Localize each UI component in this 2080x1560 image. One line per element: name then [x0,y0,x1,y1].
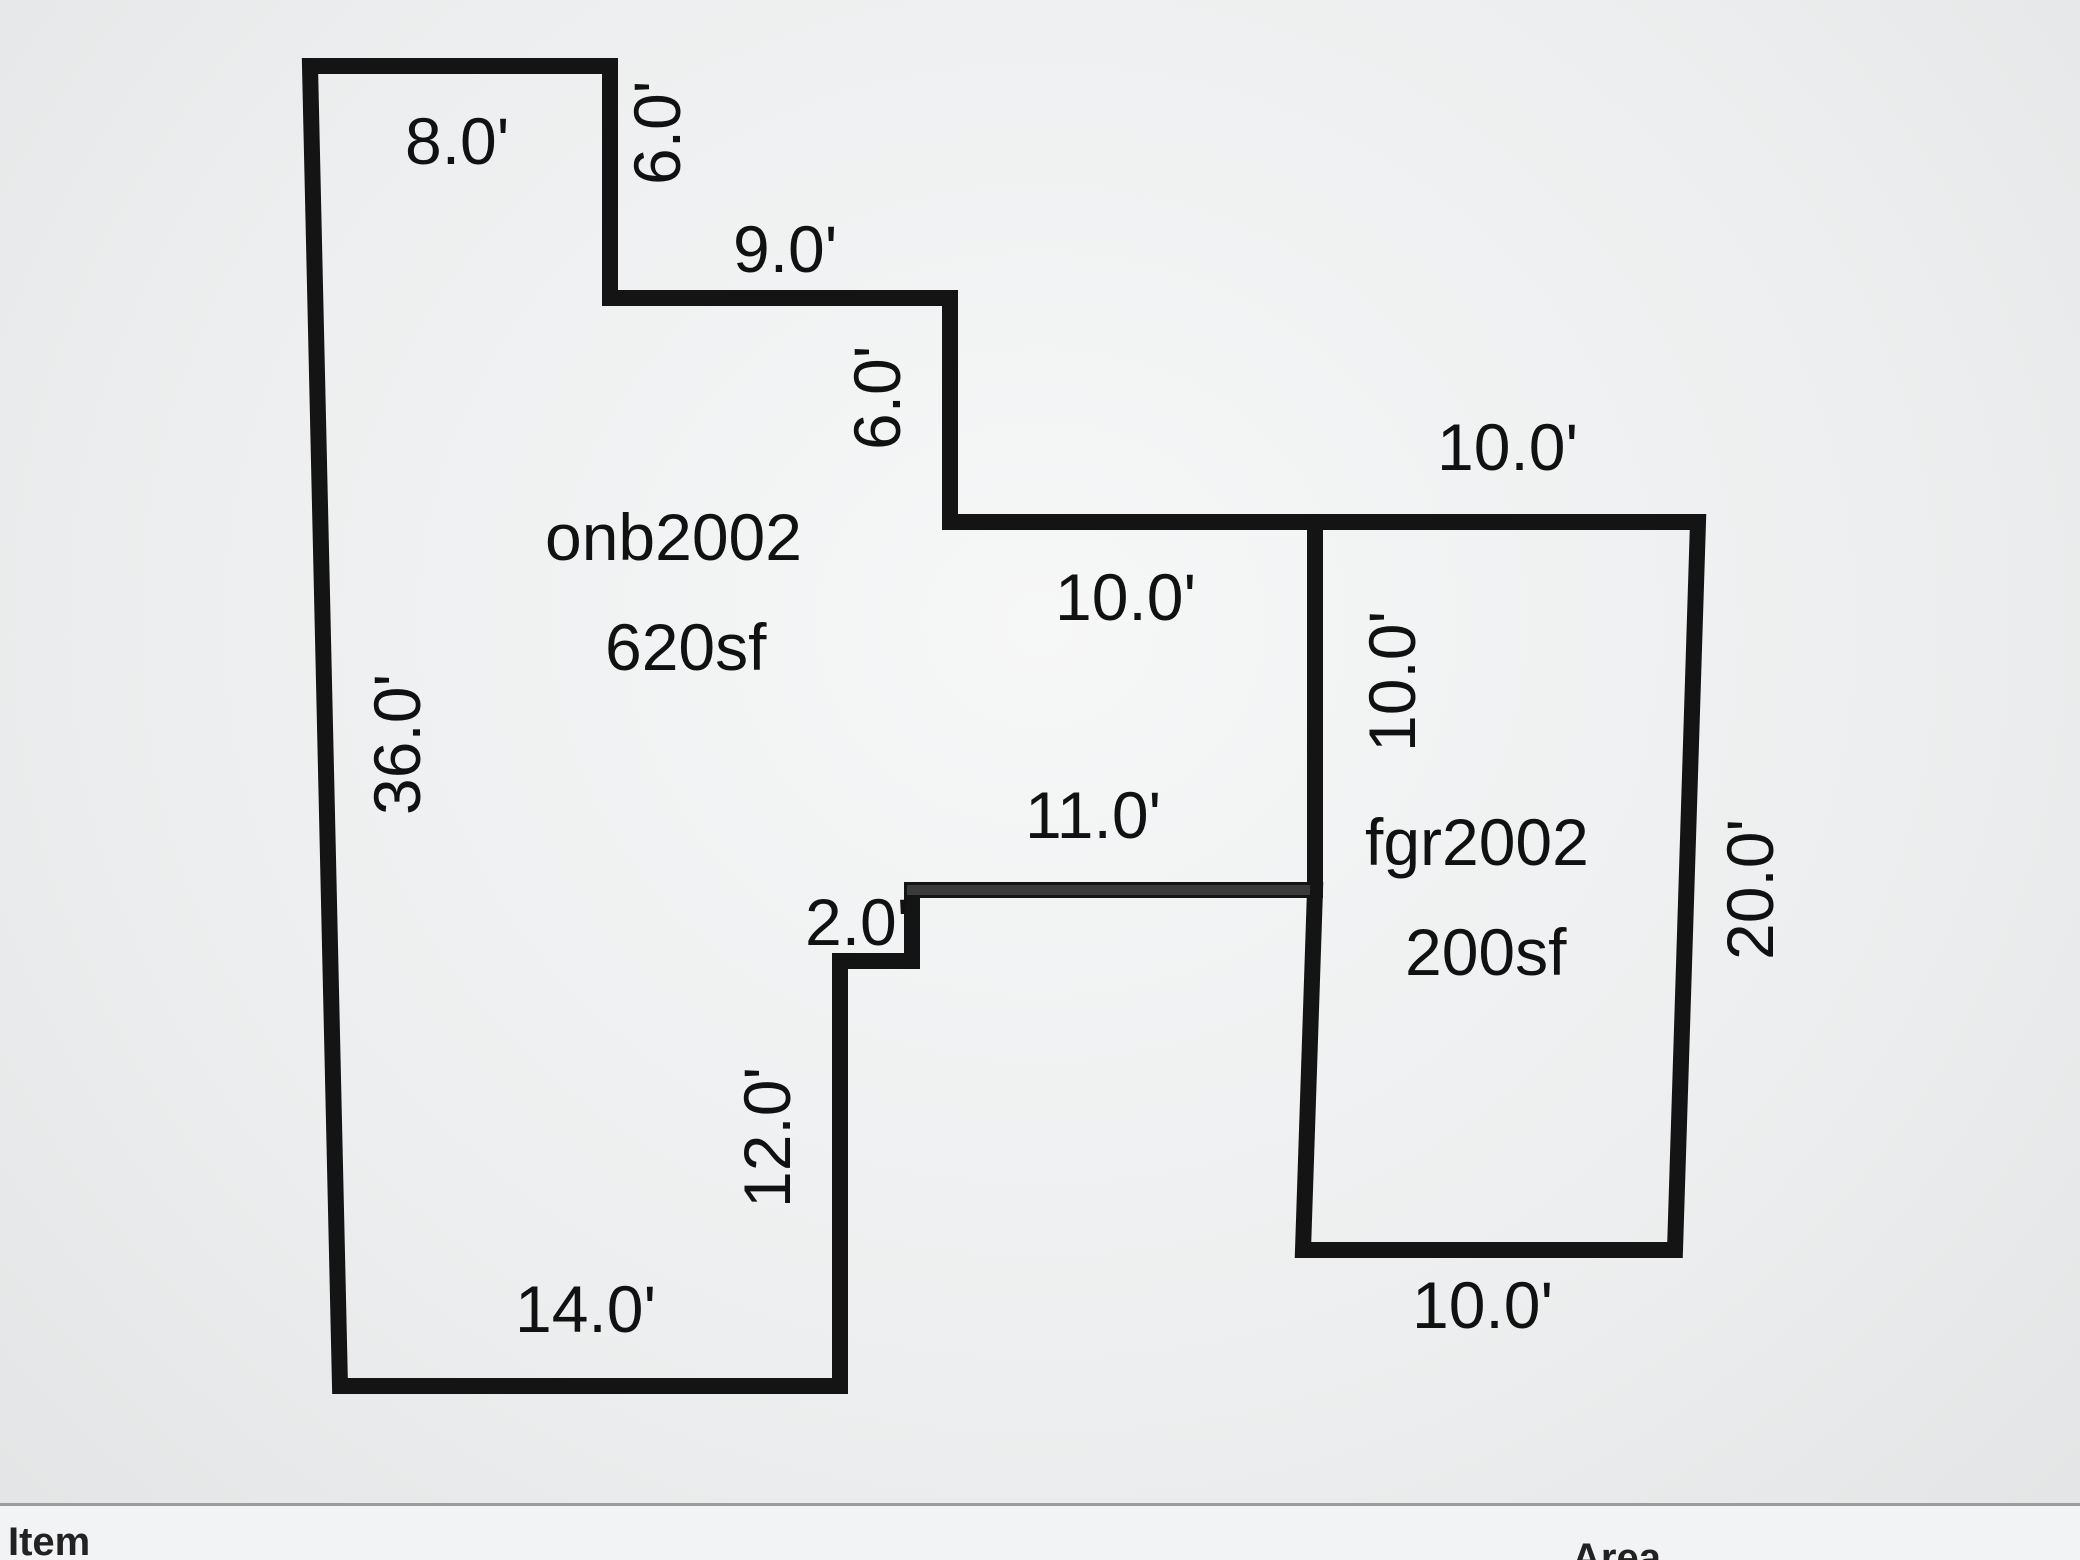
dim-garage-bottom: 10.0' [1412,1268,1553,1342]
dim-left-side: 36.0' [360,674,434,815]
room-label-onb: onb2002 [545,500,802,574]
dim-notch-upper-vertical: 6.0' [620,81,694,185]
room-label-fgr: fgr2002 [1365,805,1589,879]
dim-shared-upper: 10.0' [1055,560,1196,634]
dim-step-horizontal: 9.0' [733,212,837,286]
dim-lower-inner: 12.0' [730,1067,804,1208]
dim-small-jog: 2.0' [805,885,909,959]
room-area-fgr: 200sf [1405,915,1567,989]
items-table-header: Item Area [0,1503,2080,1560]
dim-bottom-left: 14.0' [515,1272,656,1346]
dim-step-vertical: 6.0' [840,346,914,450]
dim-shared-lower: 11.0' [1025,778,1161,852]
room-area-onb: 620sf [605,610,767,684]
dim-garage-left: 10.0' [1355,611,1429,752]
dim-garage-top: 10.0' [1437,410,1578,484]
column-header-area[interactable]: Area [1572,1536,1661,1560]
garage-outline [1294,514,1707,1258]
dim-top-left: 8.0' [405,104,509,178]
floor-plan-sketch: onb2002 620sf fgr2002 200sf 8.0' 9.0' 10… [301,58,1787,1394]
column-header-item[interactable]: Item [8,1520,91,1560]
dim-garage-right: 20.0' [1713,819,1787,960]
